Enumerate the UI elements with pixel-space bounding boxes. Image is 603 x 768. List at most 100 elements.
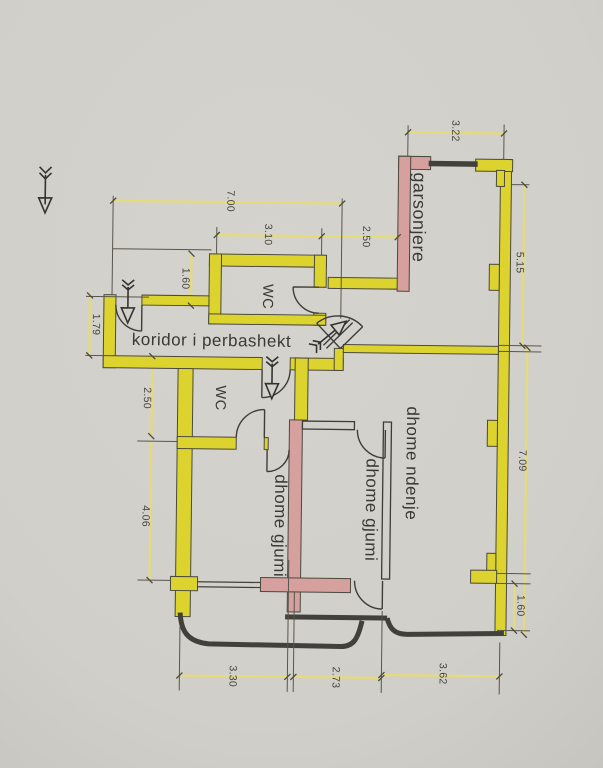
label-dhome-gjumi-left: dhome gjumi [270,474,290,577]
dim-line-upper-width [113,199,343,205]
ext-left-mid [137,440,178,581]
dimension-ticks [85,128,531,682]
label-wc-lower: WC [212,385,228,410]
label-koridor: koridor i perbashekt [132,330,292,351]
dim-line-entry-bay [88,295,92,356]
entrance-arrow-upper [120,279,136,325]
wall-corridor-south-left [102,355,263,371]
dim-line-balcony-right [381,673,500,678]
ticks-310-250 [213,231,402,241]
door-bedroom-middle [356,429,387,459]
dim-line-left-mid [150,356,154,437]
wall-bedroom-south-pink [259,577,352,594]
entrance-arrow-lower-shaft [265,355,279,385]
wall-corner-notch [495,169,506,187]
ext-balcony-d [498,642,501,695]
dim-label-160-left: 1.60 [179,268,191,290]
dim-line-right-lower [522,347,529,635]
dim-label-709: 7.09 [516,450,528,472]
window-garsonjere-north [428,160,478,167]
ext-width-right [340,198,343,319]
dim-line-gap-width [321,235,398,239]
dim-line-balcony-middle [293,675,382,680]
extension-lines [85,124,542,695]
dim-label-406: 4.06 [139,505,151,527]
window-bedroom-south [197,581,261,589]
label-garsonjere: garsonjere [409,172,430,262]
ext-balcony-a [178,626,181,691]
wall-bedroom-north-left [176,435,237,450]
entrance-arrow-lower [264,355,280,401]
ext-left-upper [111,195,114,295]
plan-drawing: garsonjere koridor i perbashekt WC WC dh… [37,120,542,695]
door-entry-lower-apartment [261,369,291,399]
north-arrow-head [37,196,53,215]
dim-label-310: 3.10 [262,224,274,246]
arrows [37,166,348,401]
dim-line-top-width [408,131,505,135]
wall-wc1-south [208,313,327,326]
wall-ndenje-north-thin [342,344,499,355]
wall-garsonjere-west-pink [396,155,412,292]
walls-partition [301,420,393,580]
door-bedroom-left [266,449,290,473]
ticks-322 [404,128,508,137]
dimension-lines [88,131,529,680]
wall-wc1-north [208,253,328,268]
north-arrow [37,166,53,215]
ticks-700 [109,197,346,207]
wall-wc2-east [294,357,309,421]
dim-line-right-upper [521,184,526,346]
ext-515-709-split [498,344,542,353]
wall-corridor-north [141,294,210,307]
entrance-arrow-upper-shaft [121,279,135,309]
ticks-709 [520,344,531,639]
ticks-179 [85,291,94,359]
wall-pier-1 [488,263,500,291]
dim-line-wc-width [216,233,322,238]
north-arrow-shaft [38,166,53,199]
entrance-arrow-main [308,320,348,354]
walls-dark [177,160,504,650]
walls-pink [259,155,432,613]
dim-label-515: 5.15 [514,252,526,274]
terrace-edge-right [384,617,504,637]
wall-entrance-post [333,347,344,372]
dim-label-330: 3.30 [226,665,238,687]
wall-stub-southeast [470,569,498,584]
wall-garsonjere-south [327,276,399,290]
dim-line-balcony-left [179,674,288,678]
door-wc-lower [235,408,266,438]
dim-label-273: 2.73 [329,667,341,689]
label-wc-upper: WC [259,284,275,309]
ticks-bottom [175,671,503,682]
ticks-250-406 [146,352,156,584]
dim-label-700: 7.00 [224,190,236,212]
wall-pier-2 [486,419,499,447]
door-wc-upper [292,286,320,314]
wall-wc1-east-upper [313,254,328,288]
ext-179 [85,295,150,357]
wall-top-right-corner [475,158,514,173]
dim-line-left-lower [148,441,153,581]
walls-yellow [102,158,514,637]
dimension-labels: 3.22 5.15 7.09 1.60 7.00 3.10 2.50 1.60 … [90,120,529,689]
wall-bedroom-north-post [263,437,269,451]
ticks-160r [510,580,518,635]
ext-balcony-c [380,611,383,694]
dim-label-160-right: 1.60 [514,595,526,617]
label-dhome-gjumi-middle: dhome gjumi [361,458,381,561]
room-labels: garsonjere koridor i perbashekt WC WC dh… [132,172,430,577]
ext-160-top [112,248,212,251]
label-dhome-ndenje: dhome ndenje [402,406,422,520]
dim-label-179: 1.79 [90,314,102,336]
ticks-160l [187,250,195,310]
dim-label-322: 3.22 [449,120,461,142]
wall-stub-southwest [169,575,199,592]
dim-label-250-left: 2.50 [141,387,153,409]
ticks-515 [519,181,528,350]
door-entry-upper-apartment [115,304,143,332]
dim-label-362: 3.62 [437,663,449,685]
